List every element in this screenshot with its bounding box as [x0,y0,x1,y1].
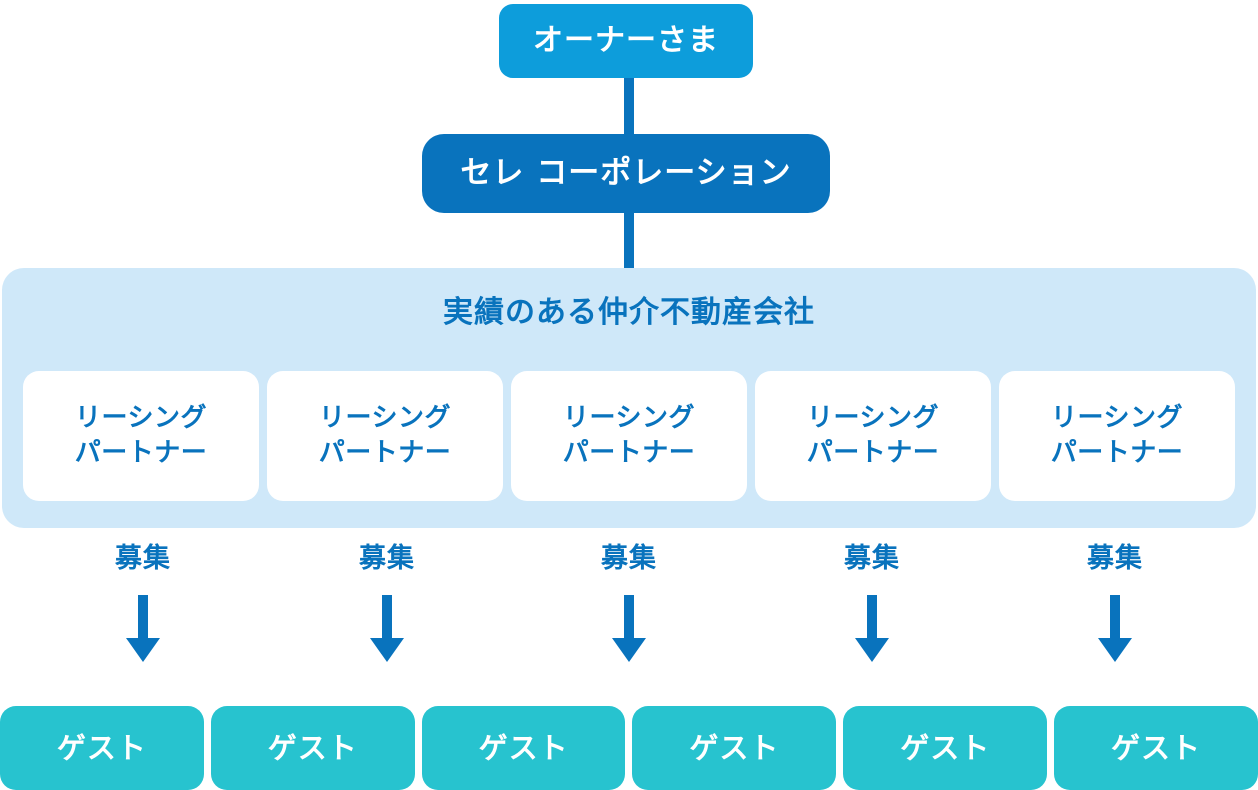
guest-label: ゲスト [900,730,991,765]
corporation-label: セレ コーポレーション [460,155,792,191]
guest-label: ゲスト [478,730,569,765]
guest-box: ゲスト [210,706,415,790]
owner-label: オーナーさま [533,23,719,58]
recruit-column: 募集 [812,545,932,662]
down-arrow-icon [612,595,646,662]
agency-panel-title: 実績のある仲介不動産会社 [443,295,815,330]
recruit-label: 募集 [601,543,657,574]
partner-card-line2: パートナー [74,438,208,468]
corporation-box: セレ コーポレーション [422,134,830,213]
down-arrow-icon [126,595,160,662]
guest-label: ゲスト [689,730,780,765]
down-arrow-icon [1098,595,1132,662]
guest-box: ゲスト [421,706,626,790]
agency-panel: 実績のある仲介不動産会社 リーシング パートナー リーシング パートナー リーシ… [2,268,1256,528]
partner-card-line1: リーシング [319,402,451,433]
guest-label: ゲスト [1111,730,1202,765]
down-arrow-icon [370,595,404,662]
recruit-label: 募集 [844,543,900,574]
connector-owner-to-corporation [624,70,634,140]
partner-card-line1: リーシング [1051,402,1183,433]
recruit-column: 募集 [569,545,689,662]
partner-card-line2: パートナー [318,438,452,468]
guest-box: ゲスト [1054,706,1258,790]
partner-card: リーシング パートナー [755,371,991,501]
partner-card-line2: パートナー [562,438,696,468]
partner-card-row: リーシング パートナー リーシング パートナー リーシング パートナー リーシン… [23,371,1235,501]
guest-row: ゲスト ゲスト ゲスト ゲスト ゲスト ゲスト [0,706,1258,790]
connector-corporation-to-agency [624,205,634,275]
partner-card: リーシング パートナー [999,371,1235,501]
partner-card: リーシング パートナー [267,371,503,501]
partner-card-line2: パートナー [1050,438,1184,468]
partner-card: リーシング パートナー [23,371,259,501]
guest-box: ゲスト [632,706,837,790]
recruit-label: 募集 [359,543,415,574]
guest-box: ゲスト [843,706,1048,790]
recruit-column: 募集 [327,545,447,662]
recruit-column: 募集 [83,545,203,662]
recruit-label: 募集 [1087,543,1143,574]
owner-box: オーナーさま [499,4,753,78]
recruit-label: 募集 [115,543,171,574]
down-arrow-icon [855,595,889,662]
recruit-column: 募集 [1055,545,1175,662]
guest-label: ゲスト [56,730,147,765]
guest-box: ゲスト [0,706,204,790]
partner-card-line2: パートナー [806,438,940,468]
partner-card: リーシング パートナー [511,371,747,501]
partner-card-line1: リーシング [75,402,207,433]
partner-card-line1: リーシング [563,402,695,433]
partner-card-line1: リーシング [807,402,939,433]
guest-label: ゲスト [267,730,358,765]
